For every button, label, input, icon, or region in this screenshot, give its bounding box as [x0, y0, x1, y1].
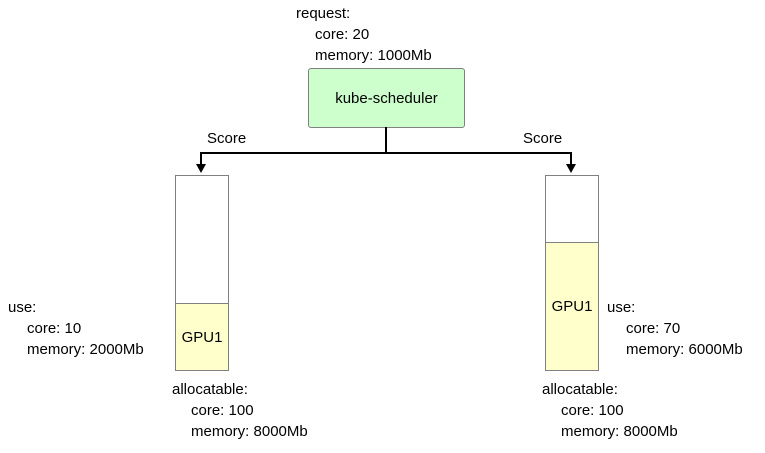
right-drop-line [570, 152, 572, 166]
allocatable-core: core: 100 [561, 402, 624, 419]
allocatable-memory: memory: 8000Mb [561, 423, 678, 440]
allocatable-title: allocatable: [172, 381, 248, 398]
left-arrowhead-icon [196, 164, 206, 173]
node-right-box: GPU1 [545, 175, 599, 371]
node-left-use-annotation: use: core: 10 memory: 2000Mb [8, 297, 144, 360]
node-left-allocatable-annotation: allocatable: core: 100 memory: 8000Mb [172, 379, 308, 442]
use-memory: memory: 2000Mb [27, 341, 144, 358]
score-label-left: Score [207, 130, 247, 147]
node-left-gpu-fill: GPU1 [176, 303, 228, 370]
kube-scheduler-label: kube-scheduler [335, 89, 438, 107]
left-drop-line [200, 152, 202, 166]
allocatable-title: allocatable: [542, 381, 618, 398]
node-left-gpu-label: GPU1 [181, 328, 223, 346]
use-core: core: 70 [626, 320, 681, 337]
request-memory: memory: 1000Mb [315, 47, 432, 64]
right-arrowhead-icon [566, 164, 576, 173]
request-core: core: 20 [315, 26, 370, 43]
use-title: use: [607, 299, 636, 316]
node-left-box: GPU1 [175, 175, 229, 371]
request-annotation: request: core: 20 memory: 1000Mb [296, 3, 432, 66]
request-title: request: [296, 5, 351, 22]
node-right-use-annotation: use: core: 70 memory: 6000Mb [607, 297, 743, 360]
kube-scheduler-box: kube-scheduler [308, 68, 465, 128]
use-memory: memory: 6000Mb [626, 341, 743, 358]
node-right-allocatable-annotation: allocatable: core: 100 memory: 8000Mb [542, 379, 678, 442]
horizontal-bus-line [200, 152, 572, 154]
score-label-right: Score [523, 130, 563, 147]
scheduler-stem-line [385, 127, 387, 153]
use-title: use: [8, 299, 37, 316]
node-right-gpu-label: GPU1 [551, 297, 593, 315]
allocatable-memory: memory: 8000Mb [191, 423, 308, 440]
node-right-gpu-fill: GPU1 [546, 241, 598, 370]
use-core: core: 10 [27, 320, 82, 337]
allocatable-core: core: 100 [191, 402, 254, 419]
